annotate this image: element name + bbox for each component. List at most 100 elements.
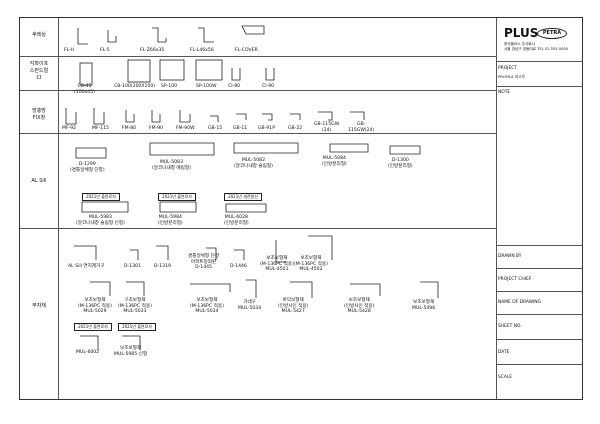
profile-fm-80 bbox=[125, 110, 135, 123]
tb-name-of-drawing: NAME OF DRAWING bbox=[498, 300, 541, 305]
profile-d-1319 bbox=[156, 245, 169, 260]
profile-fm-90 bbox=[151, 110, 161, 123]
label-mul-6028: MUL-6028 (인방분리형) bbox=[224, 215, 249, 226]
label-mul-5034b: 가네구 MUL-5034 bbox=[238, 300, 262, 311]
drawing-sheet: 후레싱 각파이프 스펀드럴 CI 방충망 FIX창 AL Sill 부자재 bbox=[19, 17, 583, 400]
label-fl-l46x56: FL-L46x56 bbox=[190, 48, 214, 53]
label-d-1300: D-1300 (인방분리형) bbox=[388, 158, 413, 169]
title-block-divider bbox=[496, 18, 497, 399]
profile-mf-115 bbox=[93, 108, 105, 125]
row-divider bbox=[20, 56, 496, 57]
badge-2021: 2021년 출련로자 bbox=[118, 323, 156, 331]
label-d-1299: D-1299 (경틀일체형 단창) bbox=[70, 162, 105, 173]
label-mf-92: MF-92 bbox=[62, 126, 77, 131]
profile-mul-5083 bbox=[149, 142, 215, 156]
label-fl-5: FL-5 bbox=[100, 48, 110, 53]
badge-2021: 2021년 출련로자 bbox=[74, 323, 112, 331]
label-cb-100: CB-100(100X100) bbox=[114, 84, 156, 89]
label-d-1301: D-1301 bbox=[124, 264, 141, 269]
label-d-1445: 경틀일체형 단창 아파트정외판 D-1445 bbox=[188, 254, 220, 270]
profile-mul-5033 bbox=[126, 281, 145, 296]
label-cb-45: CB-45 (100x45) bbox=[74, 84, 95, 95]
category-al-sill: AL Sill bbox=[31, 178, 47, 184]
profile-mul-5029 bbox=[90, 281, 111, 296]
label-mul-5034: 보조보형재 (M-136PC 적용) MUL-5034 bbox=[190, 298, 224, 314]
profile-al-sill-cap bbox=[74, 245, 97, 260]
label-d-1446: D-1446 bbox=[230, 264, 247, 269]
row-divider bbox=[20, 133, 496, 134]
label-sp-100: SP-100 bbox=[161, 84, 178, 89]
profile-gb-22 bbox=[290, 113, 301, 120]
row-divider bbox=[20, 90, 496, 91]
label-fl-cover: FL-COVER bbox=[235, 48, 258, 53]
profile-mul-5427 bbox=[290, 281, 313, 298]
label-mul-5033: 구조보형재 (M-136PC 적용) MUL-5033 bbox=[118, 298, 152, 314]
profile-sp-100w bbox=[195, 59, 223, 81]
label-mul-5983: MUL-5983 (알코나내창 슬림형 신형) bbox=[76, 215, 125, 226]
badge-2021: 2021년 출련로자 bbox=[158, 193, 196, 201]
tb-divider bbox=[496, 291, 583, 292]
label-mul-5083: MUL-5083 (알코나내창 매립형) bbox=[152, 160, 191, 171]
tb-date: DATE bbox=[498, 350, 510, 355]
tb-divider bbox=[496, 245, 583, 246]
label-mul-5427: 바닥보형재 (인방사인 적용) MUL-5427 bbox=[278, 298, 309, 314]
label-gb-15: GB-15 bbox=[208, 126, 223, 131]
label-mul-5496: 보조보형재 MUL-5496 bbox=[412, 300, 436, 311]
profile-gb-115gw-24 bbox=[350, 111, 365, 120]
category-parts: 부자재 bbox=[32, 303, 46, 309]
label-d-1319: D-1319 bbox=[154, 264, 171, 269]
profile-mul-6002 bbox=[80, 335, 99, 350]
profile-gb-11 bbox=[236, 113, 247, 120]
profile-ci-80 bbox=[231, 68, 241, 81]
profile-fl-5 bbox=[107, 30, 117, 43]
profile-d-1446 bbox=[234, 249, 245, 260]
company-name: 한국플러스 주식회사 bbox=[504, 42, 535, 46]
company-logo-word: PLUS bbox=[504, 26, 539, 40]
profile-fl-z bbox=[152, 27, 167, 43]
label-mul-4501: 보조보형재 (M-136PC 적용) MUL-4501 bbox=[260, 256, 294, 272]
badge-2021: 2021년 출련로자 bbox=[82, 193, 120, 201]
tb-sheet-no: SHEET NO. bbox=[498, 324, 522, 329]
profile-mul-5082 bbox=[233, 142, 299, 154]
label-mul-5428: 보조보형재 (인방사인 적용) MUL-5428 bbox=[344, 298, 375, 314]
company-address: 서울 강남구 영동대로 TEL 02-555-0000 bbox=[504, 47, 568, 51]
category-bang: 방충망 FIX창 bbox=[32, 108, 46, 121]
profile-fl-l bbox=[198, 27, 214, 43]
label-fl-z66x35: FL-Z66x35 bbox=[140, 48, 165, 53]
profile-sp-100 bbox=[159, 59, 185, 81]
profile-drawings bbox=[65, 25, 439, 350]
category-trim: 후레싱 bbox=[32, 32, 46, 38]
tb-divider bbox=[496, 339, 583, 340]
company-logo-mark: PETRA bbox=[537, 28, 567, 39]
profile-mul-4502 bbox=[308, 235, 333, 260]
profile-mul-5985 bbox=[122, 335, 141, 350]
label-al-sill-cap: AL Sill 연지제거구 bbox=[68, 264, 105, 269]
row-divider bbox=[20, 228, 496, 229]
tb-divider bbox=[496, 314, 583, 315]
profile-d-1299 bbox=[75, 147, 107, 159]
tb-project-value: PROFILE 리스트 bbox=[498, 74, 526, 79]
label-sp-100w: SP-100W bbox=[196, 84, 217, 89]
profile-mul-5034 bbox=[190, 283, 231, 292]
label-gb-11: GB-11 bbox=[233, 126, 248, 131]
profile-mul-5984 bbox=[159, 201, 197, 213]
profile-fl-cover bbox=[241, 25, 265, 35]
tb-divider bbox=[496, 86, 583, 87]
label-mul-5985: 보조보형재 MUL-5985 신형 bbox=[114, 346, 148, 357]
profile-cb-100 bbox=[127, 59, 151, 83]
tb-project-label: PROJECT bbox=[498, 66, 517, 71]
tb-project-chief: PROJECT CHIEF bbox=[498, 277, 532, 282]
profile-d-1300 bbox=[389, 145, 421, 155]
profile-fl-h bbox=[77, 28, 88, 45]
label-fm-80: FM-80 bbox=[122, 126, 137, 131]
profile-gb-115gw bbox=[318, 111, 333, 121]
profile-d-1445 bbox=[206, 247, 217, 260]
profile-gb-15 bbox=[210, 115, 219, 122]
profile-d-1301 bbox=[130, 249, 139, 260]
profile-cb-45 bbox=[79, 62, 93, 86]
label-fm-90: FM-90 bbox=[149, 126, 164, 131]
label-mul-5082: MUL-5082 (알코나내창 슬림형) bbox=[234, 158, 273, 169]
profile-fm-90w bbox=[179, 110, 191, 123]
profile-mul-5428 bbox=[350, 283, 381, 296]
profile-mul-4501 bbox=[275, 240, 286, 263]
